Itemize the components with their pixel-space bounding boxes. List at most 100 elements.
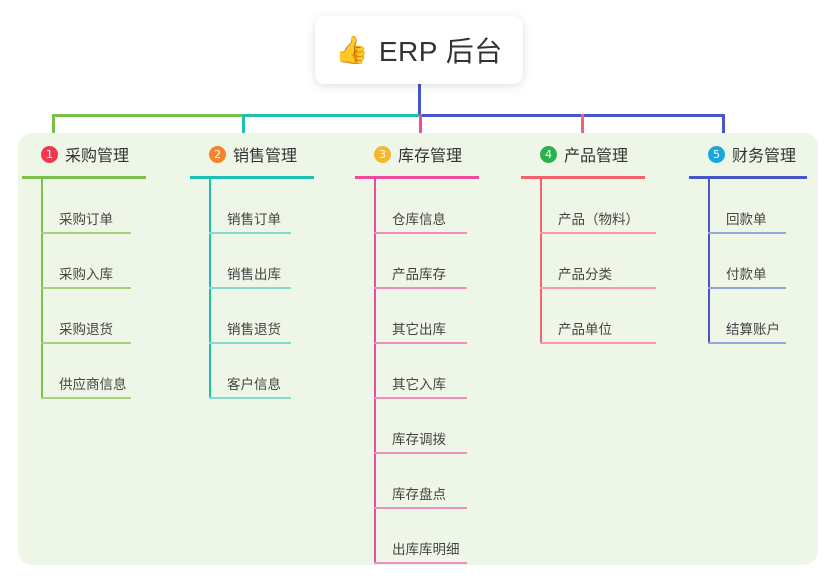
leaf-item-underline (41, 287, 131, 289)
leaf-item-underline (374, 452, 467, 454)
root-node[interactable]: 👍 ERP 后台 (315, 16, 523, 84)
leaf-item-underline (540, 232, 656, 234)
column-spine (41, 179, 43, 399)
column-index-badge: 3 (374, 145, 391, 163)
leaf-item[interactable]: 产品（物料） (540, 179, 656, 234)
leaf-item[interactable]: 结算账户 (708, 289, 807, 344)
leaf-item[interactable]: 采购退货 (41, 289, 146, 344)
column-spine (708, 179, 710, 344)
column-underline (355, 176, 479, 179)
leaf-item[interactable]: 销售订单 (209, 179, 314, 234)
leaf-item[interactable]: 销售退货 (209, 289, 314, 344)
leaf-item[interactable]: 采购入库 (41, 234, 146, 289)
leaf-item[interactable]: 供应商信息 (41, 344, 146, 399)
column-items: 回款单付款单结算账户 (708, 179, 807, 344)
leaf-item-label: 出库库明细 (392, 542, 460, 557)
leaf-item[interactable]: 出库库明细 (374, 509, 479, 564)
leaf-item[interactable]: 其它出库 (374, 289, 479, 344)
leaf-item-underline (209, 287, 291, 289)
column-库存管理: 3 库存管理仓库信息产品库存其它出库其它入库库存调拨库存盘点出库库明细 (355, 141, 479, 564)
leaf-item-label: 结算账户 (726, 322, 780, 337)
leaf-item-underline (374, 342, 467, 344)
column-underline (689, 176, 807, 179)
leaf-item-underline (209, 342, 291, 344)
drop-connector-5 (722, 114, 725, 147)
column-header-4[interactable]: 4 产品管理 (521, 141, 645, 167)
leaf-item-underline (374, 397, 467, 399)
leaf-item[interactable]: 付款单 (708, 234, 807, 289)
leaf-item-label: 销售订单 (227, 212, 281, 227)
leaf-item-label: 客户信息 (227, 377, 281, 392)
bus-segment-1 (52, 114, 242, 117)
leaf-item-underline (708, 232, 786, 234)
drop-connector-2 (242, 114, 245, 147)
content-panel (18, 133, 818, 565)
leaf-item-label: 回款单 (726, 212, 767, 227)
column-underline (190, 176, 314, 179)
leaf-item-underline (209, 397, 291, 399)
leaf-item-label: 其它入库 (392, 377, 446, 392)
leaf-item-underline (374, 507, 467, 509)
column-items: 采购订单采购入库采购退货供应商信息 (41, 179, 146, 399)
leaf-item-underline (374, 287, 467, 289)
column-index-badge: 5 (708, 145, 725, 163)
leaf-item-label: 销售出库 (227, 267, 281, 282)
leaf-item[interactable]: 回款单 (708, 179, 807, 234)
leaf-item-underline (41, 342, 131, 344)
leaf-item[interactable]: 库存盘点 (374, 454, 479, 509)
leaf-item[interactable]: 库存调拨 (374, 399, 479, 454)
leaf-item[interactable]: 产品单位 (540, 289, 656, 344)
bus-segment-3 (419, 114, 722, 117)
leaf-item[interactable]: 仓库信息 (374, 179, 479, 234)
leaf-item[interactable]: 其它入库 (374, 344, 479, 399)
column-title: 销售管理 (233, 148, 298, 165)
root-title: ERP 后台 (378, 36, 503, 67)
leaf-item-label: 产品库存 (392, 267, 446, 282)
leaf-item[interactable]: 销售出库 (209, 234, 314, 289)
column-header-5[interactable]: 5 财务管理 (689, 141, 807, 167)
column-items: 产品（物料） 产品分类产品单位 (540, 179, 656, 344)
leaf-item[interactable]: 客户信息 (209, 344, 314, 399)
leaf-item-underline (41, 397, 131, 399)
leaf-item-label: 库存调拨 (392, 432, 446, 447)
leaf-item[interactable]: 产品分类 (540, 234, 656, 289)
leaf-item-underline (209, 232, 291, 234)
column-items: 销售订单销售出库销售退货客户信息 (209, 179, 314, 399)
leaf-item-underline (540, 342, 656, 344)
column-spine (540, 179, 542, 344)
column-spine (374, 179, 376, 564)
column-underline (22, 176, 146, 179)
leaf-item-label: 仓库信息 (392, 212, 446, 227)
column-title: 财务管理 (732, 148, 797, 165)
column-财务管理: 5 财务管理回款单付款单结算账户 (689, 141, 807, 344)
column-title: 采购管理 (65, 148, 130, 165)
leaf-item-label: 其它出库 (392, 322, 446, 337)
leaf-item-label: 产品分类 (558, 267, 612, 282)
leaf-item-label: 产品（物料） (558, 212, 639, 227)
leaf-item-label: 采购入库 (59, 267, 113, 282)
column-header-3[interactable]: 3 库存管理 (355, 141, 479, 167)
leaf-item-label: 采购订单 (59, 212, 113, 227)
drop-connector-1 (52, 114, 55, 147)
column-产品管理: 4 产品管理产品（物料） 产品分类产品单位 (521, 141, 656, 344)
drop-connector-4 (581, 114, 584, 147)
root-stem-connector (418, 84, 421, 116)
column-spine (209, 179, 211, 399)
drop-connector-3 (419, 114, 422, 147)
leaf-item-underline (41, 232, 131, 234)
thumbs-up-icon: 👍 (335, 34, 369, 65)
leaf-item[interactable]: 产品库存 (374, 234, 479, 289)
column-title: 产品管理 (564, 148, 629, 165)
column-items: 仓库信息产品库存其它出库其它入库库存调拨库存盘点出库库明细 (374, 179, 479, 564)
leaf-item-underline (708, 287, 786, 289)
column-index-badge: 4 (540, 145, 557, 163)
leaf-item[interactable]: 采购订单 (41, 179, 146, 234)
column-title: 库存管理 (398, 148, 463, 165)
leaf-item-label: 付款单 (726, 267, 767, 282)
leaf-item-label: 销售退货 (227, 322, 281, 337)
leaf-item-underline (374, 562, 467, 564)
